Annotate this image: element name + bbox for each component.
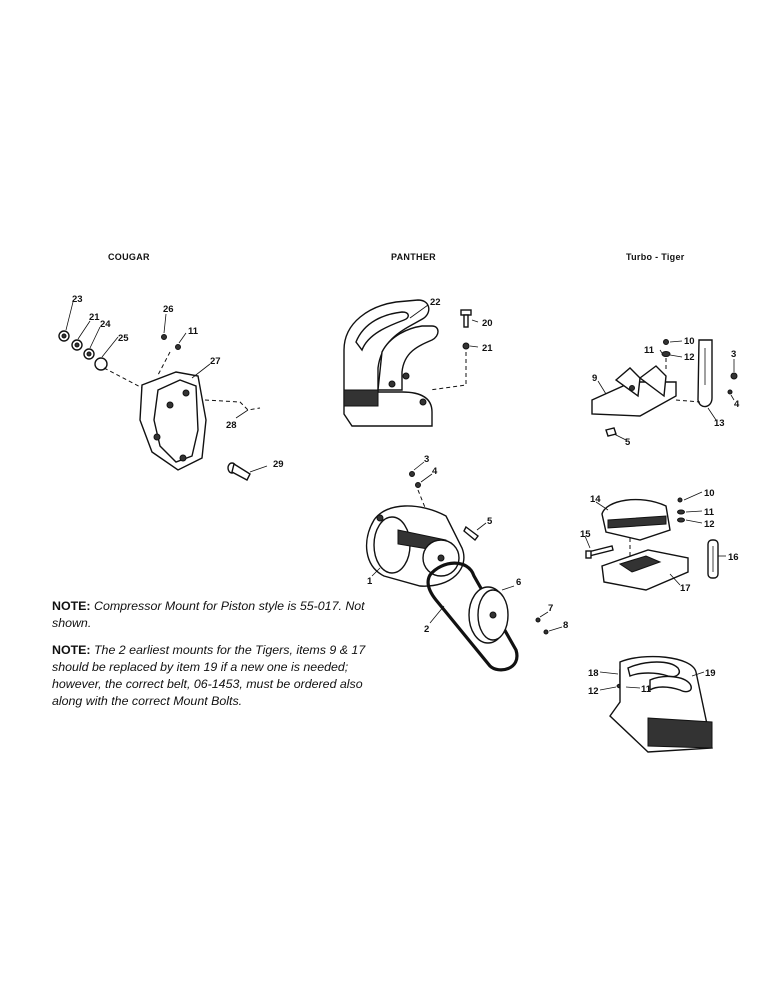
callout-tiger-5: 5 bbox=[625, 437, 631, 448]
callout-tiger-3: 3 bbox=[731, 349, 736, 360]
compressor-belt-2 bbox=[426, 561, 519, 672]
tiger-bottom-assembly bbox=[609, 655, 713, 753]
cougar-bracket-27 bbox=[139, 371, 207, 471]
callout-cougar-23: 23 bbox=[72, 294, 83, 305]
tiger-mid-part-11 bbox=[677, 509, 685, 515]
callout-tiger-top-11: 11 bbox=[644, 345, 655, 356]
callout-compressor-7: 7 bbox=[548, 603, 553, 614]
callout-tiger-top-10: 10 bbox=[684, 336, 695, 347]
panther-washer-21 bbox=[462, 342, 470, 350]
callout-tiger-mid-10: 10 bbox=[704, 488, 715, 499]
callout-panther-20: 20 bbox=[482, 318, 493, 329]
callout-tiger-bottom-12: 12 bbox=[588, 686, 599, 697]
callout-compressor-2: 2 bbox=[424, 624, 429, 635]
tiger-top-assembly bbox=[591, 339, 738, 437]
tiger-top-part-11-12 bbox=[661, 351, 671, 357]
cougar-part-11 bbox=[175, 344, 181, 350]
callout-tiger-bottom-11: 11 bbox=[641, 684, 652, 695]
callout-compressor-5: 5 bbox=[487, 516, 493, 527]
callout-compressor-8: 8 bbox=[563, 620, 568, 631]
compressor-assembly bbox=[365, 471, 549, 672]
callout-cougar-27: 27 bbox=[210, 356, 221, 367]
note-text: The 2 earliest mounts for the Tigers, it… bbox=[52, 643, 366, 708]
callout-cougar-25: 25 bbox=[118, 333, 129, 344]
tiger-bracket-16 bbox=[707, 539, 719, 579]
tiger-mid-part-10 bbox=[677, 497, 683, 503]
cougar-nut-25 bbox=[94, 357, 108, 371]
compressor-part-4 bbox=[415, 482, 421, 488]
tiger-part-4 bbox=[727, 389, 733, 395]
tiger-bracket-13 bbox=[697, 339, 713, 408]
note-text: Compressor Mount for Piston style is 55-… bbox=[52, 599, 365, 630]
callout-compressor-3: 3 bbox=[424, 454, 429, 465]
cougar-assembly bbox=[58, 330, 261, 481]
callout-numbers: 23 21 24 25 26 11 27 28 29 22 20 21 3 4 … bbox=[72, 294, 740, 697]
callout-compressor-1: 1 bbox=[367, 576, 373, 587]
callout-cougar-24: 24 bbox=[100, 319, 111, 330]
compressor-part-7 bbox=[535, 617, 541, 623]
callout-tiger-17: 17 bbox=[680, 583, 691, 594]
cougar-washer-24 bbox=[83, 348, 95, 360]
note-tiger-mounts: NOTE: The 2 earliest mounts for the Tige… bbox=[52, 642, 390, 710]
callout-tiger-mid-11: 11 bbox=[704, 507, 715, 518]
panther-assembly bbox=[343, 299, 472, 427]
callout-tiger-4: 4 bbox=[734, 399, 740, 410]
tiger-mount-14 bbox=[601, 498, 671, 541]
callout-compressor-4: 4 bbox=[432, 466, 438, 477]
note-label: NOTE: bbox=[52, 643, 91, 657]
tiger-mid-part-12 bbox=[677, 517, 685, 523]
callout-cougar-21: 21 bbox=[89, 312, 100, 323]
tiger-bracket-19 bbox=[609, 655, 713, 753]
cougar-title: COUGAR bbox=[108, 252, 150, 262]
panther-title: PANTHER bbox=[391, 252, 436, 262]
tiger-bolt-15 bbox=[585, 545, 614, 559]
compressor-pulley-6 bbox=[468, 586, 509, 644]
leader-lines bbox=[65, 301, 735, 691]
callout-tiger-18: 18 bbox=[588, 668, 599, 679]
tiger-part-3 bbox=[730, 372, 738, 380]
compressor-body-1 bbox=[365, 505, 465, 587]
panther-bolt-20 bbox=[460, 309, 472, 328]
compressor-part-3 bbox=[409, 471, 415, 477]
callout-cougar-26: 26 bbox=[163, 304, 174, 315]
cougar-bolt-29 bbox=[227, 462, 251, 481]
callout-tiger-14: 14 bbox=[590, 494, 601, 505]
tiger-mount-9 bbox=[591, 365, 677, 417]
callout-compressor-6: 6 bbox=[516, 577, 521, 588]
callout-tiger-16: 16 bbox=[728, 552, 739, 563]
note-label: NOTE: bbox=[52, 599, 91, 613]
note-piston-mount: NOTE: Compressor Mount for Piston style … bbox=[52, 598, 378, 632]
callout-cougar-11: 11 bbox=[188, 326, 199, 337]
cougar-part-26 bbox=[161, 334, 167, 340]
compressor-part-8 bbox=[543, 629, 549, 635]
callout-tiger-9: 9 bbox=[592, 373, 597, 384]
callout-tiger-15: 15 bbox=[580, 529, 591, 540]
callout-cougar-28: 28 bbox=[226, 420, 237, 431]
callout-tiger-mid-12: 12 bbox=[704, 519, 715, 530]
tiger-top-part-10 bbox=[663, 339, 669, 345]
cougar-washer-23 bbox=[58, 330, 70, 342]
callout-panther-21: 21 bbox=[482, 343, 493, 354]
cougar-washer-21 bbox=[71, 339, 83, 351]
callout-cougar-29: 29 bbox=[273, 459, 284, 470]
callout-panther-22: 22 bbox=[430, 297, 441, 308]
callout-tiger-top-12: 12 bbox=[684, 352, 695, 363]
callout-tiger-19: 19 bbox=[705, 668, 716, 679]
panther-bracket-22 bbox=[343, 299, 439, 427]
callout-tiger-13: 13 bbox=[714, 418, 725, 429]
tiger-title: Turbo - Tiger bbox=[626, 252, 685, 262]
tiger-mid-assembly bbox=[585, 497, 719, 591]
tiger-bolt-5 bbox=[605, 427, 617, 437]
compressor-bolt-5 bbox=[463, 525, 479, 542]
tiger-mount-17 bbox=[601, 549, 689, 591]
